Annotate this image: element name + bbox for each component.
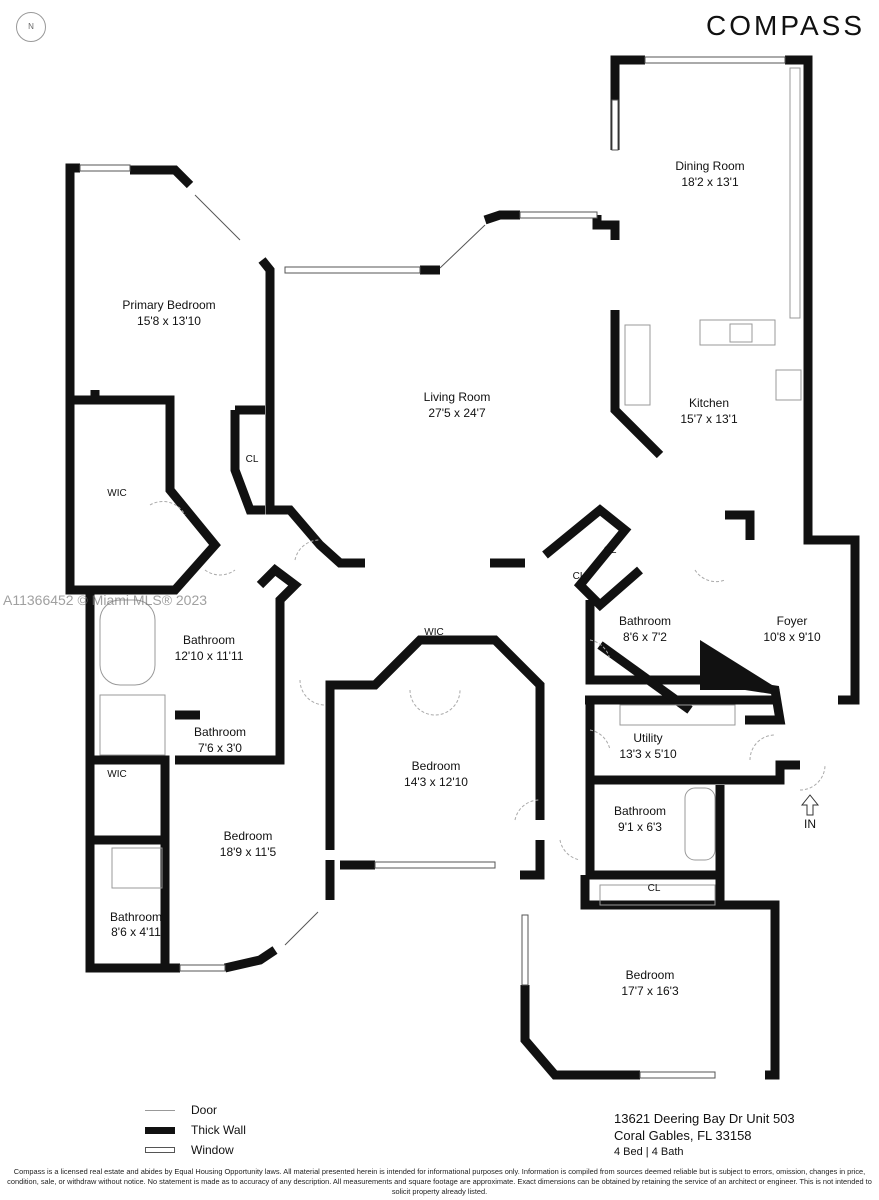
room-name: Bathroom: [614, 804, 666, 818]
room-labels: Dining Room 18'2 x 13'1 Primary Bedroom …: [107, 159, 821, 998]
room-size: 7'6 x 3'0: [198, 741, 242, 755]
closet-label: WIC: [107, 488, 126, 499]
room-size: 8'6 x 7'2: [623, 630, 667, 644]
thick-wall-swatch: [145, 1126, 175, 1134]
room-name: Foyer: [777, 614, 808, 628]
windows: [79, 56, 786, 1079]
room-size: 18'2 x 13'1: [681, 175, 739, 189]
legend: Door Thick Wall Window: [145, 1100, 246, 1160]
entry-label: IN: [804, 817, 816, 831]
room-size: 15'7 x 13'1: [680, 412, 738, 426]
north-arrow-icon: N: [16, 12, 46, 42]
room-size: 10'8 x 9'10: [763, 630, 821, 644]
room-name: Primary Bedroom: [122, 298, 215, 312]
room-name: Bedroom: [412, 759, 461, 773]
window-swatch: [145, 1147, 175, 1153]
room-name: Bedroom: [626, 968, 675, 982]
room-size: 9'1 x 6'3: [618, 820, 662, 834]
mls-watermark: A11366452 © Miami MLS® 2023: [3, 592, 208, 608]
room-name: Bedroom: [224, 829, 273, 843]
room-size: 13'3 x 5'10: [619, 747, 677, 761]
room-size: 8'6 x 4'11: [111, 925, 161, 939]
legend-door: Door: [145, 1100, 246, 1120]
room-name: Bathroom: [619, 614, 671, 628]
entry-arrow-icon: [800, 794, 820, 816]
room-size: 14'3 x 12'10: [404, 775, 468, 789]
room-name: Bathroom: [183, 633, 235, 647]
room-size: 18'9 x 11'5: [220, 845, 277, 859]
disclaimer: Compass is a licensed real estate and ab…: [7, 1167, 872, 1196]
closet-label: WIC: [107, 769, 126, 780]
room-name: Living Room: [424, 390, 491, 404]
room-size: 17'7 x 16'3: [621, 984, 679, 998]
closet-label: CL: [246, 454, 259, 465]
room-name: Bathroom: [194, 725, 246, 739]
room-size: 27'5 x 24'7: [428, 406, 486, 420]
address-line-1: 13621 Deering Bay Dr Unit 503: [614, 1111, 795, 1126]
address-line-2: Coral Gables, FL 33158: [614, 1128, 752, 1143]
closet-label: CL: [604, 545, 617, 556]
room-name: Dining Room: [675, 159, 744, 173]
closet-label: CL: [573, 571, 586, 582]
legend-label: Door: [191, 1103, 218, 1117]
compass-logo: COMPASS: [706, 10, 865, 41]
room-size: 12'10 x 11'11: [175, 649, 244, 663]
property-address: 13621 Deering Bay Dr Unit 503 Coral Gabl…: [614, 1110, 795, 1161]
closet-label: CL: [648, 883, 661, 894]
bed-bath-summary: 4 Bed | 4 Bath: [614, 1146, 684, 1158]
fixtures: [99, 67, 802, 906]
room-name: Kitchen: [689, 396, 729, 410]
legend-label: Window: [191, 1143, 234, 1157]
doors: [149, 501, 826, 861]
room-name: Utility: [633, 731, 662, 745]
closet-label: WIC: [424, 627, 443, 638]
legend-label: Thick Wall: [191, 1123, 246, 1137]
door-swatch: [145, 1109, 175, 1111]
room-size: 15'8 x 13'10: [137, 314, 201, 328]
room-name: Bathroom: [110, 910, 162, 924]
walls: [65, 55, 860, 1080]
legend-window: Window: [145, 1140, 246, 1160]
legend-thick-wall: Thick Wall: [145, 1120, 246, 1140]
